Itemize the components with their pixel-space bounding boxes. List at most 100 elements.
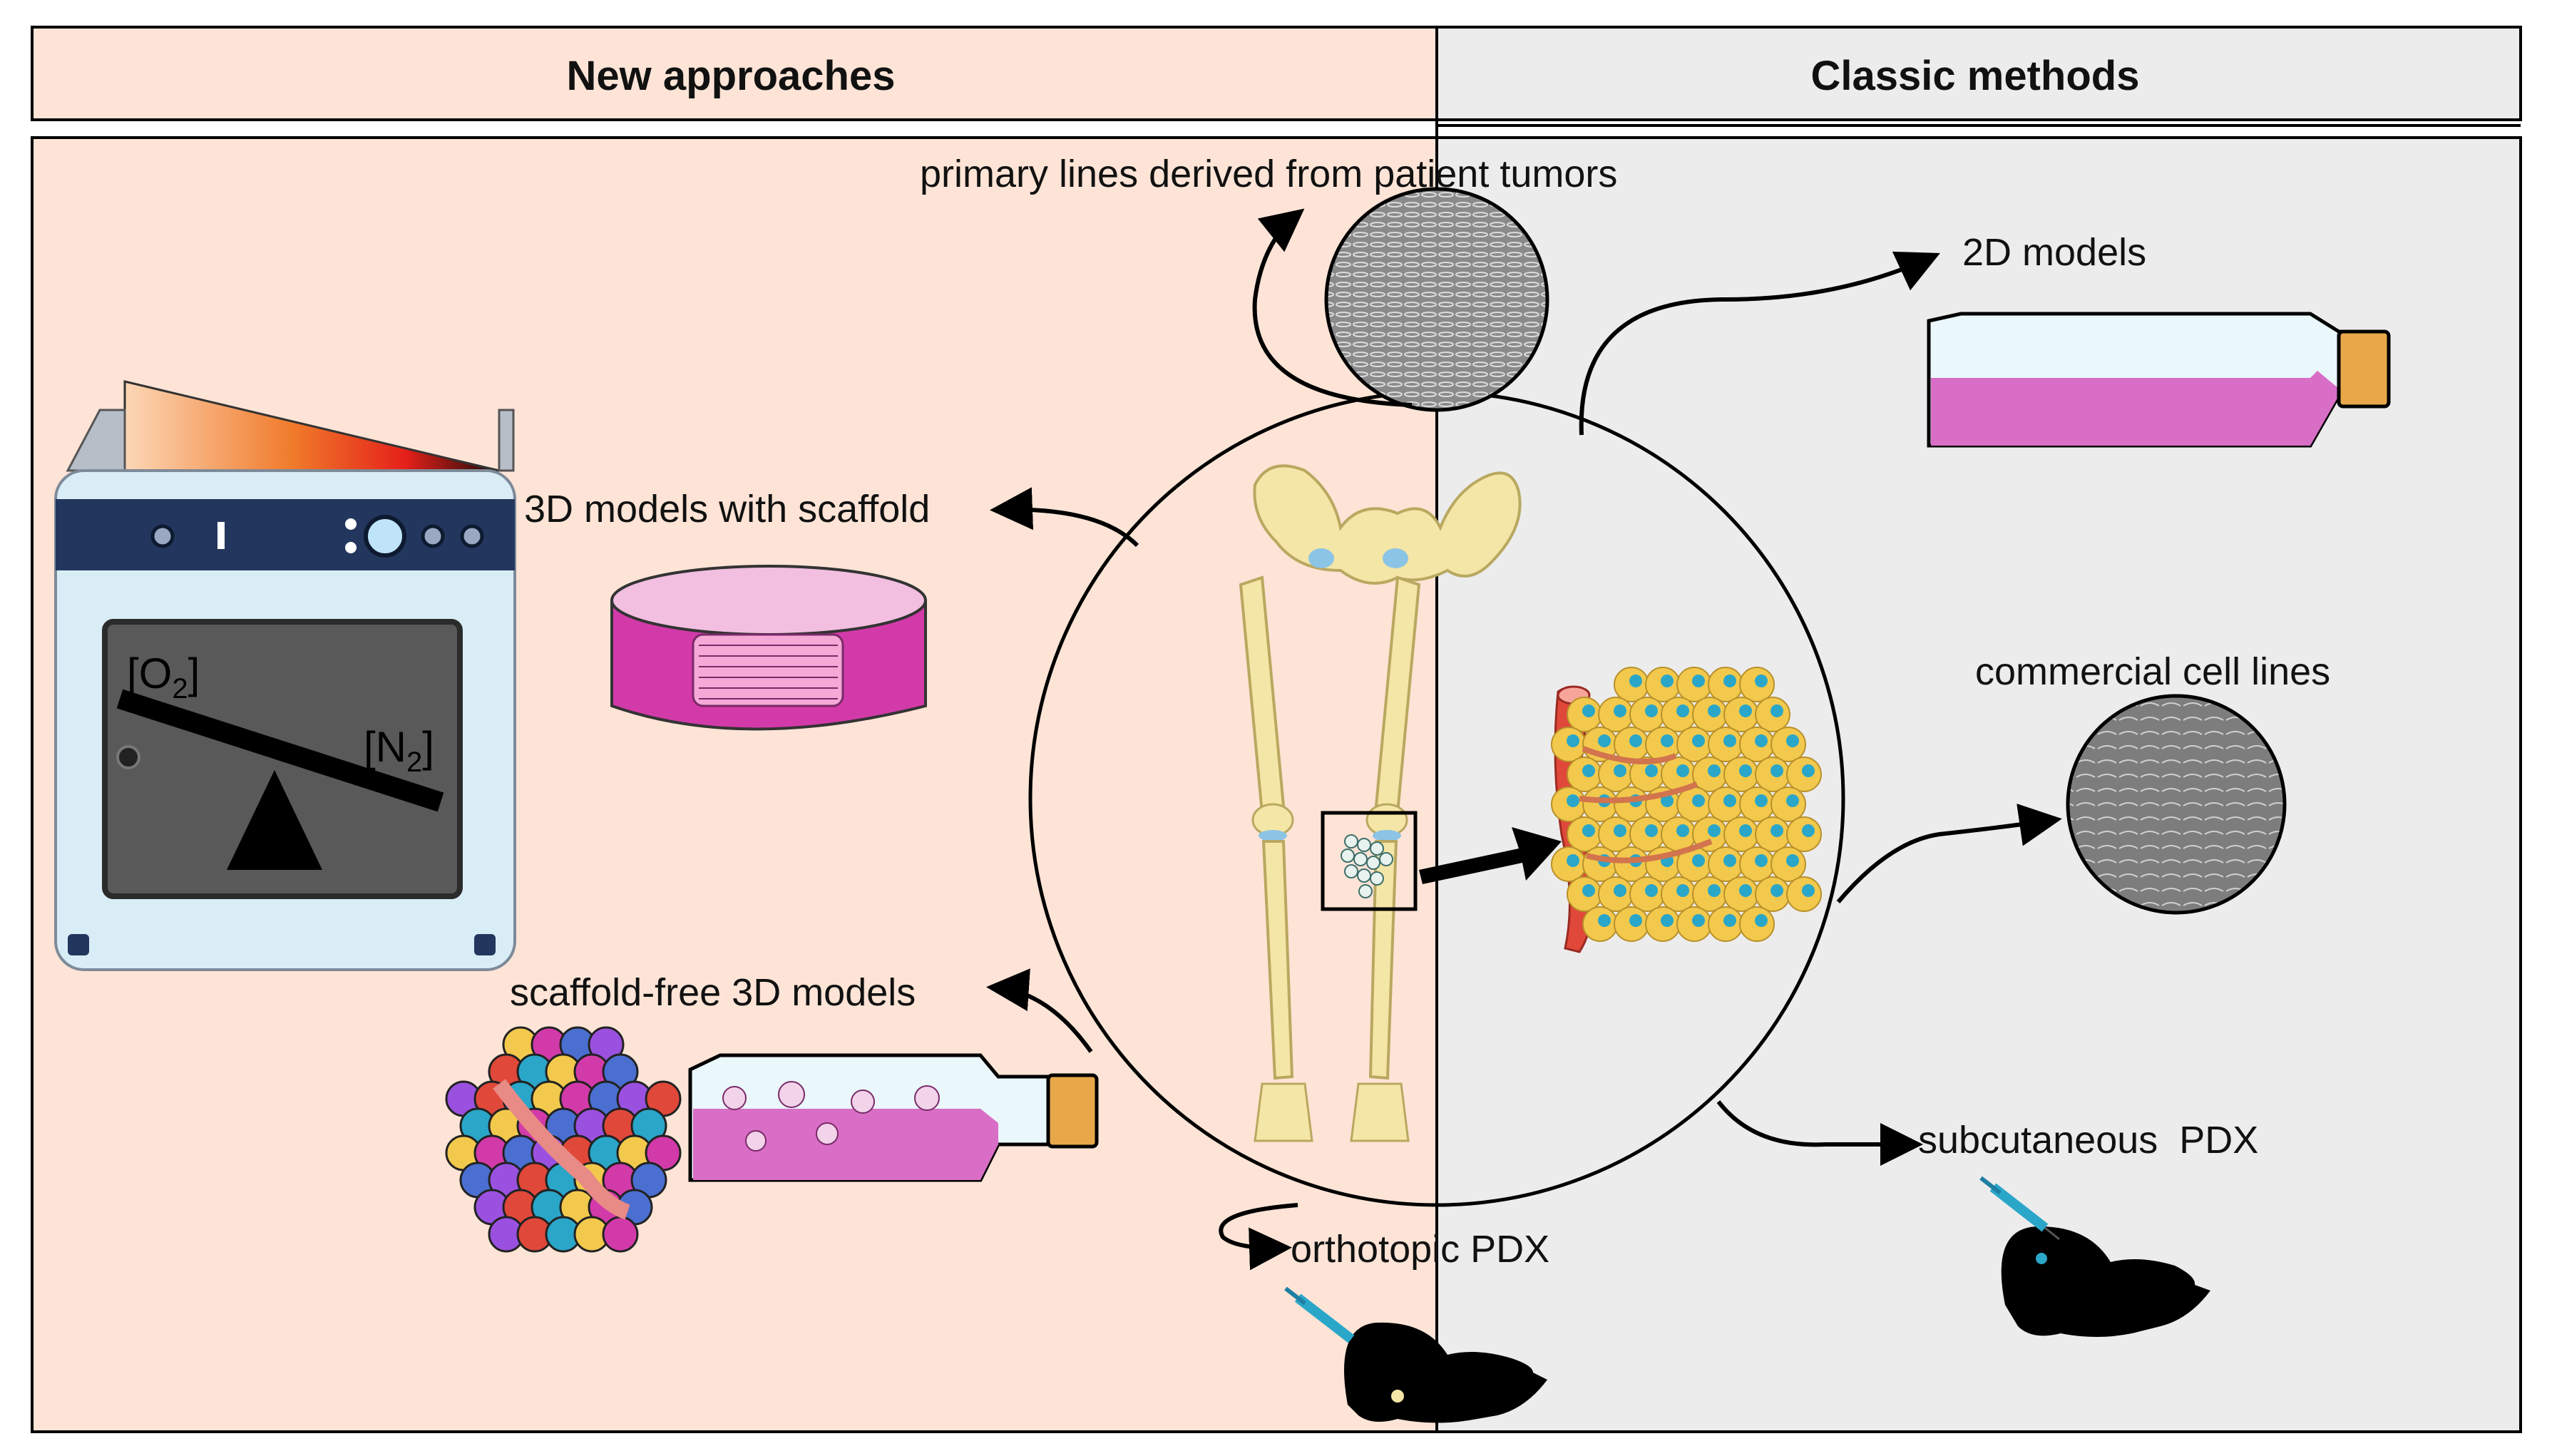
- tumor-cell-nucleus: [1676, 824, 1689, 837]
- 2d-culture-flask: [1927, 312, 2391, 448]
- scaffold-free-arrow: [986, 968, 1093, 1053]
- hypoxia-incubator: [O2] [N2]: [54, 380, 516, 971]
- tumor-cell-nucleus: [1723, 854, 1736, 867]
- tumor-cell-nucleus: [1786, 794, 1799, 807]
- header-right-title: Classic methods: [1811, 53, 2140, 99]
- tumor-cell-nucleus: [1739, 704, 1752, 717]
- 2d-models-arrow: [1579, 251, 1940, 436]
- tumor-cell-nucleus: [1661, 914, 1674, 927]
- tumor-cell-nucleus: [1582, 884, 1595, 897]
- primary-cell-culture-dish: [1324, 187, 1549, 412]
- orthotopic-pdx-label: orthotopic PDX: [1291, 1228, 1549, 1271]
- tumor-cell-nucleus: [1755, 914, 1768, 927]
- orthotopic-arrow: [1219, 1203, 1298, 1271]
- dial-icon: [364, 515, 406, 558]
- tumor-cell-nucleus: [1755, 854, 1768, 867]
- tumor-cell-nucleus: [1739, 764, 1752, 777]
- incubator-control-panel: [56, 499, 515, 570]
- scaffold-free-label: scaffold-free 3D models: [510, 971, 916, 1014]
- primary-lines-arrow: [1252, 208, 1413, 407]
- tumor-cell-nucleus: [1692, 675, 1705, 687]
- tumor-cell-nucleus: [1582, 824, 1595, 837]
- tumor-cell-nucleus: [1802, 824, 1815, 837]
- commercial-lines-arrow: [1836, 804, 2062, 903]
- tumor-cells: [1551, 667, 1822, 942]
- 2d-models-label: 2D models: [1962, 231, 2146, 274]
- tumor-cell-nucleus: [1739, 884, 1752, 897]
- zoom-arrow: [1419, 827, 1562, 884]
- tumor-cell-nucleus: [1676, 884, 1689, 897]
- tumor-cell-nucleus: [1708, 764, 1721, 777]
- tumor-cell-nucleus: [1755, 734, 1768, 747]
- scaffold-free-flask: [688, 1053, 1099, 1182]
- tumor-cell-nucleus: [1661, 675, 1674, 687]
- tumor-cell-nucleus: [1567, 794, 1579, 807]
- syringe-icon: [1979, 1176, 2060, 1241]
- balance-beam: [116, 689, 444, 812]
- spheroid-cell: [602, 1216, 639, 1253]
- tumor-cell-nucleus: [1661, 734, 1674, 747]
- tumor-cell-nucleus: [1614, 824, 1626, 837]
- tumor-cell-nucleus: [1692, 794, 1705, 807]
- header-left-title: New approaches: [567, 53, 896, 99]
- tumor-cell-nucleus: [1770, 764, 1783, 777]
- tumor-cell-nucleus: [1755, 794, 1768, 807]
- spheroid-illustration: [445, 1026, 682, 1253]
- commercial-cell-culture-dish: [2066, 694, 2287, 915]
- tumor-cell-nucleus: [1786, 854, 1799, 867]
- tumor-cell-nucleus: [1567, 854, 1579, 867]
- balance-fulcrum: [227, 770, 322, 870]
- tumor-cell-nucleus: [1755, 675, 1768, 687]
- subcutaneous-arrow: [1716, 1100, 1923, 1166]
- tumor-cell-nucleus: [1629, 914, 1642, 927]
- tumor-cell-nucleus: [1676, 704, 1689, 717]
- tumor-cell-nucleus: [1598, 734, 1611, 747]
- tumor-cell-nucleus: [1770, 824, 1783, 837]
- tumor-cell-nucleus: [1770, 704, 1783, 717]
- skeleton-illustration: [1239, 464, 1522, 1142]
- tumor-cell-nucleus: [1629, 734, 1642, 747]
- tumor-cell-nucleus: [1614, 764, 1626, 777]
- 3d-scaffold-arrow: [990, 487, 1139, 548]
- tumor-cell-nucleus: [1723, 794, 1736, 807]
- o2-label: [O2]: [127, 650, 200, 704]
- header-left-panel: [31, 26, 1438, 121]
- tumor-cell-nucleus: [1708, 704, 1721, 717]
- tumor-cell-nucleus: [1770, 884, 1783, 897]
- knob-icon: [150, 524, 175, 548]
- n2-label: [N2]: [364, 723, 434, 778]
- tumor-cell-nucleus: [1723, 675, 1736, 687]
- tumor-cell-nucleus: [1645, 824, 1658, 837]
- tumor-cell-nucleus: [1802, 764, 1815, 777]
- tumor-cell-nucleus: [1692, 734, 1705, 747]
- tumor-cell-nucleus: [1598, 914, 1611, 927]
- tumor-cell-nucleus: [1708, 824, 1721, 837]
- mouse-icon: [2001, 1226, 2210, 1337]
- syringe-icon-orthotopic: [1284, 1286, 1355, 1343]
- tumor-cell-nucleus: [1692, 854, 1705, 867]
- tumor-cell-nucleus: [1786, 734, 1799, 747]
- primary-lines-label: primary lines derived from patient tumor…: [920, 153, 1617, 195]
- tumor-cell-nucleus: [1645, 764, 1658, 777]
- tumor-cell-nucleus: [1629, 675, 1642, 687]
- tumor-cell-nucleus: [1614, 704, 1626, 717]
- tumor-cell-nucleus: [1692, 914, 1705, 927]
- header-bar: New approaches Classic methods: [31, 26, 2522, 127]
- tumor-cell-nucleus: [1676, 764, 1689, 777]
- tumor-cell-nucleus: [1614, 884, 1626, 897]
- flask-cap: [2337, 329, 2391, 409]
- tumor-cell-nucleus: [1802, 884, 1815, 897]
- tumor-location-box: [1321, 811, 1418, 911]
- tumor-cell-nucleus: [1645, 884, 1658, 897]
- 3d-scaffold-label: 3D models with scaffold: [524, 488, 930, 530]
- tumor-cell-nucleus: [1567, 734, 1579, 747]
- tumor-cell-nucleus: [1661, 794, 1674, 807]
- tumor-cell-nucleus: [1723, 914, 1736, 927]
- subcutaneous-pdx-label: subcutaneous PDX: [1918, 1119, 2258, 1162]
- scaffold-petri-dish: [610, 565, 927, 731]
- tumor-cell-nucleus: [1645, 704, 1658, 717]
- tumor-illustration: [1551, 667, 1822, 953]
- tumor-cell-nucleus: [1708, 884, 1721, 897]
- spheroid-vessel: [493, 1079, 630, 1220]
